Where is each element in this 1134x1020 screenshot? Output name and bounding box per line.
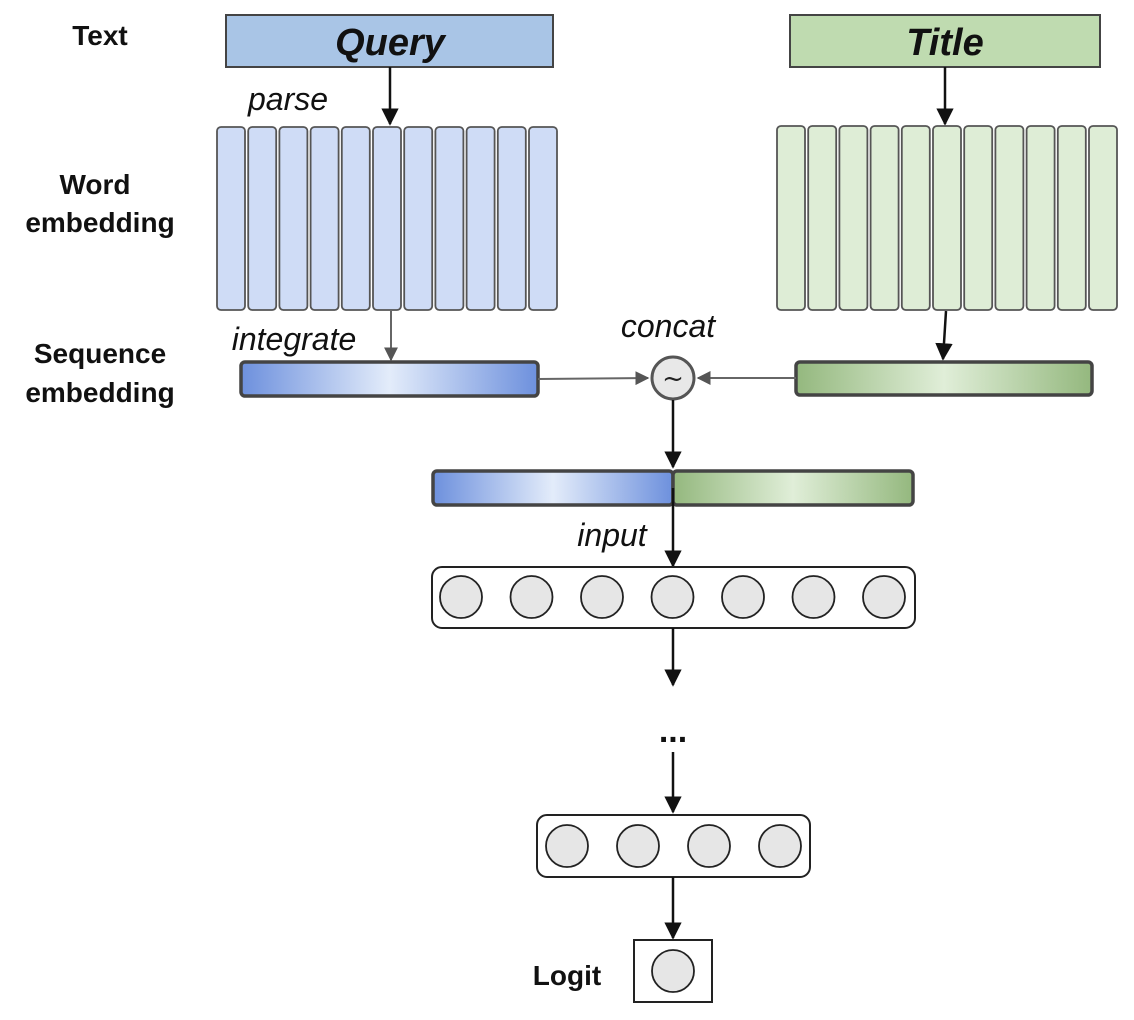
hidden-layer-last-node-3 xyxy=(687,824,731,868)
row-label-text: Text xyxy=(72,20,128,51)
title-word-vector-2 xyxy=(807,125,838,311)
query-word-vector-8 xyxy=(434,126,465,311)
row-label-word-embedding-2: embedding xyxy=(25,207,174,238)
concat-label: concat xyxy=(621,308,716,344)
combined-query-part xyxy=(431,469,675,507)
hidden-layer-1-node-7 xyxy=(862,575,906,619)
arrow-query-to-concat xyxy=(537,371,650,386)
hidden-layer-1-nodes xyxy=(439,575,906,619)
hidden-layer-1-node-5 xyxy=(721,575,765,619)
title-word-vector-4 xyxy=(869,125,900,311)
query-word-vector-10 xyxy=(496,126,527,311)
hidden-layer-last-node-4 xyxy=(758,824,802,868)
title-word-vector-11 xyxy=(1088,125,1118,311)
title-word-vector-8 xyxy=(994,125,1025,311)
ellipsis: ... xyxy=(659,712,687,750)
query-word-vector-7 xyxy=(403,126,434,311)
logit-node xyxy=(651,949,695,993)
concat-operator xyxy=(650,355,696,401)
hidden-layer-last-nodes xyxy=(545,824,802,868)
title-word-vector-6 xyxy=(932,125,962,311)
title-word-vector-9 xyxy=(1025,125,1056,311)
parse-label: parse xyxy=(247,81,328,117)
hidden-layer-last-node-2 xyxy=(616,824,660,868)
integrate-label: integrate xyxy=(232,321,357,357)
query-word-vector-1 xyxy=(216,126,246,311)
row-label-sequence-embedding-2: embedding xyxy=(25,377,174,408)
combined-title-part xyxy=(671,469,915,507)
row-label-word-embedding-1: Word xyxy=(59,169,130,200)
query-word-vector-3 xyxy=(278,126,309,311)
title-word-vector-10 xyxy=(1056,125,1087,311)
hidden-layer-1-node-2 xyxy=(509,575,554,619)
hidden-layer-1-node-1 xyxy=(439,575,483,619)
arrow-integrate-title xyxy=(935,310,953,361)
query-box-label: Query xyxy=(335,22,447,64)
hidden-layer-1-node-3 xyxy=(580,575,624,619)
query-word-vector-9 xyxy=(465,126,496,311)
concat-symbol: ~ xyxy=(662,364,684,394)
query-word-vector-11 xyxy=(528,126,558,311)
title-sequence-embedding xyxy=(794,360,1094,397)
query-word-embedding xyxy=(216,126,558,311)
hidden-layer-1-node-6 xyxy=(791,575,836,619)
query-word-vector-4 xyxy=(309,126,340,311)
hidden-layer-1-node-4 xyxy=(650,575,695,619)
title-word-vector-5 xyxy=(900,125,931,311)
query-word-vector-6 xyxy=(372,126,402,311)
title-box xyxy=(789,14,1101,68)
title-box-label: Title xyxy=(906,22,983,64)
input-label: input xyxy=(577,517,648,553)
row-label-sequence-embedding-1: Sequence xyxy=(34,338,166,369)
query-word-vector-2 xyxy=(247,126,278,311)
query-sequence-embedding xyxy=(239,360,540,398)
title-word-vector-3 xyxy=(838,125,869,311)
query-word-vector-5 xyxy=(340,126,371,311)
query-box xyxy=(225,14,554,68)
hidden-layer-last-node-1 xyxy=(545,824,589,868)
title-word-vector-7 xyxy=(963,125,994,311)
logit-label: Logit xyxy=(533,960,601,991)
title-word-vector-1 xyxy=(776,125,806,311)
title-word-embedding xyxy=(776,125,1118,311)
